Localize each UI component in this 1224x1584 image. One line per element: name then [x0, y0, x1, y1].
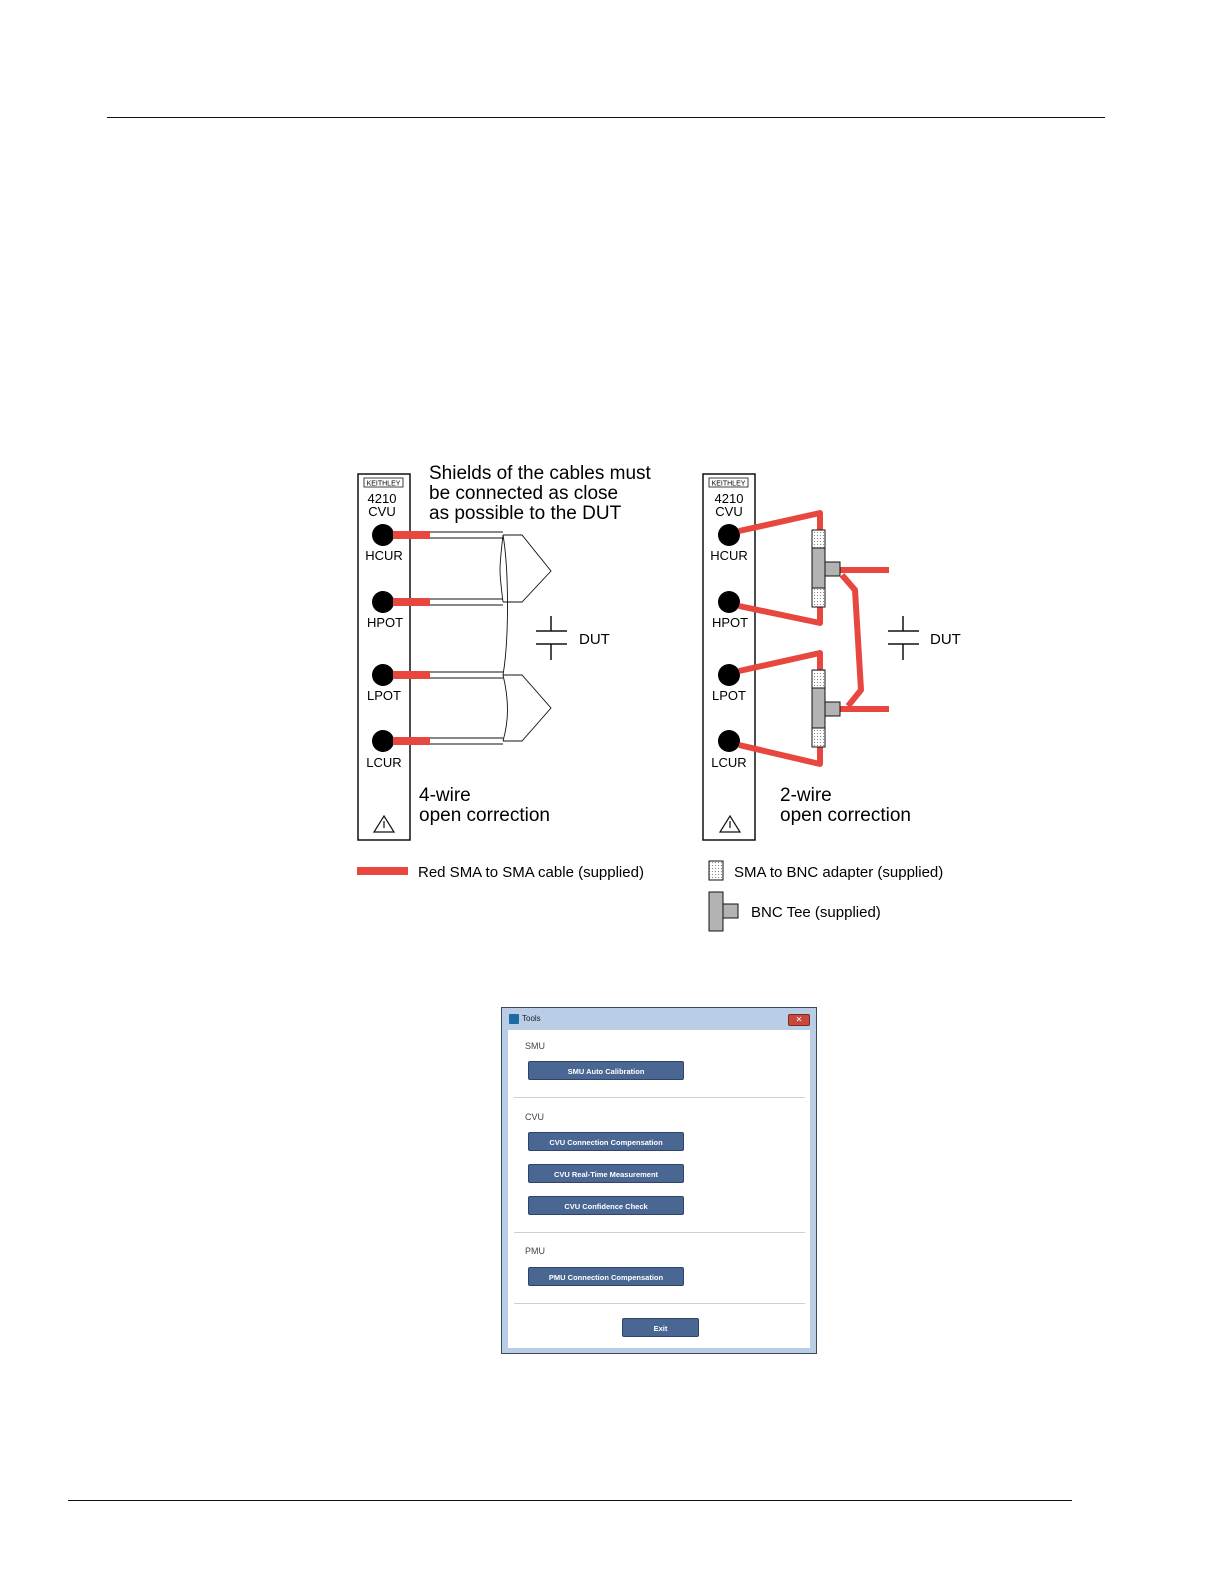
cvu-connection-compensation-button[interactable]: CVU Connection Compensation	[528, 1132, 684, 1151]
legend-red-cable-swatch	[357, 867, 408, 875]
left-port-hcur-label: HCUR	[365, 548, 403, 563]
left-dut-capacitor-icon	[536, 616, 567, 660]
left-note-line1: Shields of the cables must	[429, 463, 652, 484]
right-port-lpot-jack	[718, 664, 740, 686]
right-port-hpot-jack	[718, 591, 740, 613]
tools-dialog: Tools ✕ SMU SMU Auto Calibration CVU CVU…	[501, 1007, 817, 1354]
footer-rule	[68, 1500, 1072, 1501]
divider	[514, 1097, 805, 1098]
legend-red-cable-label: Red SMA to SMA cable (supplied)	[418, 864, 644, 881]
right-caption-line2: open correction	[780, 805, 911, 826]
right-port-lcur-label: LCUR	[711, 755, 746, 770]
left-red-cables	[393, 531, 430, 745]
right-port-hcur-jack	[718, 524, 740, 546]
right-dut-label: DUT	[930, 631, 961, 648]
dialog-body: SMU SMU Auto Calibration CVU CVU Connect…	[508, 1030, 810, 1348]
legend-adapter-swatch	[708, 860, 724, 881]
section-label-smu: SMU	[525, 1041, 545, 1051]
divider	[514, 1232, 805, 1233]
smu-auto-calibration-button[interactable]: SMU Auto Calibration	[528, 1061, 684, 1080]
exit-button[interactable]: Exit	[622, 1318, 699, 1337]
section-label-pmu: PMU	[525, 1246, 545, 1256]
header-rule	[107, 117, 1105, 118]
left-coax-cables	[430, 531, 552, 745]
app-logo-icon	[509, 1014, 519, 1024]
right-upper-bnc-tee	[811, 529, 841, 608]
left-port-lcur-jack	[372, 730, 394, 752]
right-cvu-panel: KEITHLEY 4210 CVU HCUR HPOT LPOT LCUR	[702, 473, 756, 841]
legend-bnc-tee-label: BNC Tee (supplied)	[751, 904, 881, 921]
right-lower-bnc-tee	[811, 669, 841, 748]
left-note-line3: as possible to the DUT	[429, 503, 622, 524]
left-note-line2: be connected as close	[429, 483, 618, 504]
section-label-cvu: CVU	[525, 1112, 545, 1122]
right-port-hcur-label: HCUR	[710, 548, 748, 563]
left-caption-line2: open correction	[419, 805, 550, 826]
left-port-hcur-jack	[372, 524, 394, 546]
left-dut-label: DUT	[579, 631, 610, 648]
pmu-connection-compensation-button[interactable]: PMU Connection Compensation	[528, 1267, 684, 1286]
right-port-lpot-label: LPOT	[712, 688, 746, 703]
cvu-real-time-measurement-button[interactable]: CVU Real-Time Measurement	[528, 1164, 684, 1183]
left-warning-icon	[372, 814, 396, 833]
left-port-hpot-label: HPOT	[367, 615, 403, 630]
close-icon[interactable]: ✕	[788, 1014, 810, 1026]
left-port-lpot-jack	[372, 664, 394, 686]
legend-bnc-tee-icon	[708, 891, 739, 932]
dialog-titlebar: Tools ✕	[502, 1008, 816, 1030]
connection-diagram: KEITHLEY 4210 CVU HCUR HPOT LPOT LCUR	[357, 463, 961, 932]
left-model-line1: 4210	[368, 491, 397, 506]
right-brand: KEITHLEY	[712, 481, 746, 488]
legend: Red SMA to SMA cable (supplied) SMA to B…	[357, 860, 943, 932]
right-port-hpot-label: HPOT	[712, 615, 748, 630]
dialog-title: Tools	[522, 1014, 541, 1023]
left-caption-line1: 4-wire	[419, 785, 471, 806]
cvu-confidence-check-button[interactable]: CVU Confidence Check	[528, 1196, 684, 1215]
left-brand: KEITHLEY	[367, 481, 401, 488]
left-model-line2: CVU	[368, 504, 395, 519]
left-port-lpot-label: LPOT	[367, 688, 401, 703]
right-model-line2: CVU	[715, 504, 742, 519]
right-caption-line1: 2-wire	[780, 785, 832, 806]
right-red-cables	[738, 510, 889, 767]
left-port-lcur-label: LCUR	[366, 755, 401, 770]
right-dut-capacitor-icon	[888, 616, 919, 660]
left-cvu-panel: KEITHLEY 4210 CVU HCUR HPOT LPOT LCUR	[357, 473, 411, 841]
right-port-lcur-jack	[718, 730, 740, 752]
divider	[514, 1303, 805, 1304]
right-warning-icon	[718, 814, 742, 833]
legend-adapter-label: SMA to BNC adapter (supplied)	[734, 864, 943, 881]
left-port-hpot-jack	[372, 591, 394, 613]
right-model-line1: 4210	[715, 491, 744, 506]
